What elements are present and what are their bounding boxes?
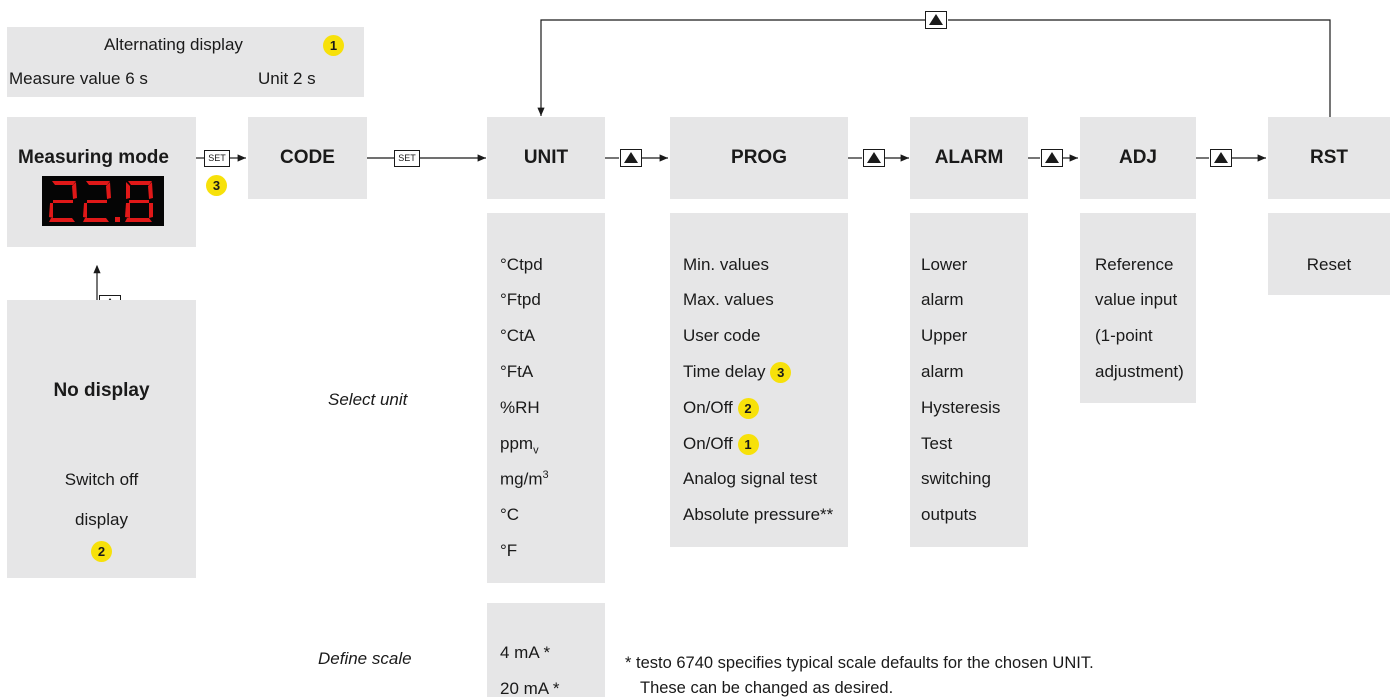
- badge-3: 3: [770, 362, 792, 384]
- alarm-option: alarm: [921, 290, 964, 309]
- unit-option: °F: [500, 541, 518, 560]
- unit-option: °CtA: [500, 326, 536, 345]
- code-title: CODE: [280, 147, 335, 168]
- scale-option: 20 mA *: [500, 679, 560, 698]
- prog-option: Max. values: [683, 290, 774, 309]
- badge-2: 2: [737, 398, 759, 420]
- prog-option: Analog signal test: [683, 469, 818, 488]
- prog-title: PROG: [731, 147, 787, 168]
- unit-option: °FtA: [500, 362, 534, 381]
- up-button-loop[interactable]: [925, 11, 947, 29]
- adj-option: adjustment): [1095, 362, 1184, 381]
- unit-option: ppmv: [500, 434, 539, 457]
- rst-box[interactable]: RST: [1268, 117, 1390, 199]
- alarm-title: ALARM: [934, 147, 1004, 168]
- lcd-digits: [49, 181, 153, 222]
- adj-options-box: Reference value input (1-point adjustmen…: [1080, 213, 1196, 403]
- badge-3: 3: [206, 175, 227, 196]
- unit-box[interactable]: UNIT: [487, 117, 605, 199]
- up-button-unit-prog[interactable]: [620, 149, 642, 167]
- unit-option: mg/m3: [500, 469, 549, 489]
- reset-option: Reset: [1306, 255, 1352, 274]
- alarm-options-box: Lower alarm Upper alarm Hysteresis Test …: [910, 213, 1028, 547]
- select-unit-label: Select unit: [328, 390, 408, 409]
- alarm-option: outputs: [921, 505, 977, 524]
- adj-option: value input: [1095, 290, 1178, 309]
- adj-title: ADJ: [1118, 147, 1157, 168]
- up-button-adj-rst[interactable]: [1210, 149, 1232, 167]
- scale-option: 4 mA *: [500, 643, 551, 662]
- code-box[interactable]: CODE: [248, 117, 367, 199]
- no-display-title: No display: [53, 380, 150, 401]
- unit-option: °Ctpd: [500, 255, 543, 274]
- scale-box: 4 mA * 20 mA *: [487, 603, 605, 698]
- prog-option: User code: [683, 326, 761, 345]
- alarm-option: Hysteresis: [921, 398, 1001, 417]
- prog-option: Absolute pressure**: [683, 505, 834, 524]
- up-button-alarm-adj[interactable]: [1041, 149, 1063, 167]
- display-label: display: [75, 510, 128, 529]
- unit-option: °Ftpd: [500, 290, 541, 309]
- alarm-box[interactable]: ALARM: [910, 117, 1028, 199]
- prog-option: On/Off 1: [683, 434, 759, 456]
- unit-option: %RH: [500, 398, 540, 417]
- footnote-line-1: * testo 6740 specifies typical scale def…: [625, 654, 1094, 672]
- unit-title: UNIT: [523, 147, 569, 168]
- switch-off-label: Switch off: [64, 470, 139, 489]
- badge-1: 1: [737, 434, 759, 456]
- adj-box[interactable]: ADJ: [1080, 117, 1196, 199]
- prog-options-box: Min. values Max. values User code Time d…: [670, 213, 848, 547]
- alarm-option: alarm: [921, 362, 964, 381]
- define-scale-label: Define scale: [318, 649, 412, 668]
- alarm-option: Lower: [921, 255, 968, 274]
- rst-title: RST: [1310, 147, 1348, 168]
- measuring-mode-title: Measuring mode: [18, 147, 169, 168]
- badge-2: 2: [91, 541, 112, 562]
- unit-options-box: °Ctpd °Ftpd °CtA °FtA %RH ppmv mg/m3 °C …: [487, 213, 605, 583]
- alternating-display-title: Alternating display: [104, 35, 243, 54]
- prog-option: Time delay 3: [683, 362, 792, 384]
- set-button-2[interactable]: SET: [394, 150, 420, 167]
- prog-option: Min. values: [683, 255, 769, 274]
- up-button-prog-alarm[interactable]: [863, 149, 885, 167]
- alarm-option: switching: [921, 469, 991, 488]
- alternating-display-box: Alternating display 1 Measure value 6 s …: [7, 27, 364, 97]
- badge-1: 1: [323, 35, 344, 56]
- set-button-1[interactable]: SET: [204, 150, 230, 167]
- adj-option: Reference: [1095, 255, 1174, 274]
- rst-options-box: Reset: [1268, 213, 1390, 295]
- alarm-option: Test: [921, 434, 953, 453]
- unit-option: °C: [500, 505, 520, 524]
- unit-duration-label: Unit 2 s: [258, 69, 316, 88]
- lcd-display: [42, 176, 164, 226]
- measure-value-label: Measure value 6 s: [9, 69, 148, 88]
- prog-box[interactable]: PROG: [670, 117, 848, 199]
- alarm-option: Upper: [921, 326, 968, 345]
- adj-option: (1-point: [1095, 326, 1153, 345]
- footnote-line-2: These can be changed as desired.: [640, 679, 894, 697]
- no-display-box: No display Switch off display 2: [7, 300, 196, 578]
- prog-option: On/Off 2: [683, 398, 759, 420]
